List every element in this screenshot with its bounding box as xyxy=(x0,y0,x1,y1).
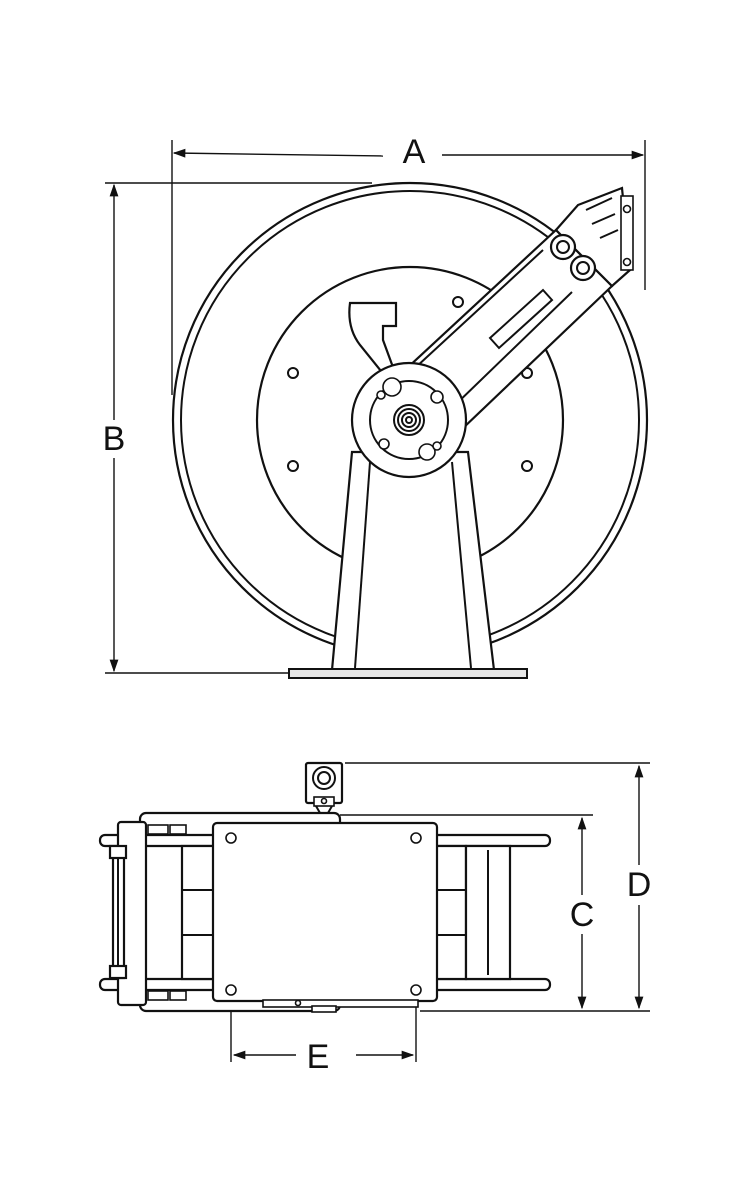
dimension-c-label: C xyxy=(570,896,595,934)
guide-arm-slot xyxy=(488,288,554,350)
guide-arm-rib xyxy=(414,249,573,409)
center-hub-ring xyxy=(369,380,449,460)
pivot-bolt-inner xyxy=(576,261,590,275)
bolt-hole xyxy=(287,367,299,379)
frame-clip xyxy=(169,990,187,1001)
bracket-bolt xyxy=(622,204,632,214)
dimension-d-label: D xyxy=(627,866,652,904)
hub-bolt xyxy=(430,390,444,404)
mounting-hole xyxy=(410,984,422,996)
pivot-bolt xyxy=(549,233,577,261)
hose-guide-rollers xyxy=(585,197,619,239)
spring-coil xyxy=(393,404,425,436)
swivel-fitting-bolt xyxy=(320,797,328,805)
dimension-a-arrow-left xyxy=(172,148,384,158)
pivot-bolt xyxy=(569,254,597,282)
base-plate-tab xyxy=(311,1005,337,1013)
spring-coil xyxy=(401,412,417,428)
hose-inlet-fitting xyxy=(348,301,398,378)
pivot-bolt-inner xyxy=(556,240,570,254)
base-plate-lip xyxy=(262,999,419,1008)
hub-bolt xyxy=(418,443,436,461)
mounting-base-plate xyxy=(211,821,439,1003)
top-view: D C F E xyxy=(98,761,652,1076)
swivel-fitting-port xyxy=(317,771,331,785)
hose-guide-bracket xyxy=(620,195,634,271)
drum-spoke-left xyxy=(180,844,216,981)
axle-collar xyxy=(108,844,128,860)
mounting-hole xyxy=(410,832,422,844)
dimension-a-label: A xyxy=(403,133,426,171)
hub-bolt xyxy=(382,377,402,397)
mounting-hole xyxy=(225,832,237,844)
frame-clip xyxy=(169,824,187,835)
front-view: A B xyxy=(103,133,649,679)
dimension-e-label: E xyxy=(307,1038,330,1076)
hub-bolt xyxy=(376,390,386,400)
hub-bolt xyxy=(432,441,442,451)
bolt-hole xyxy=(452,296,464,308)
stand-edge-line xyxy=(354,461,371,669)
swivel-fitting-neck xyxy=(315,805,333,814)
bolt-hole xyxy=(521,460,533,472)
mounting-hole xyxy=(225,984,237,996)
frame-clip xyxy=(147,990,169,1001)
frame-clip xyxy=(147,824,169,835)
bolt-hole xyxy=(287,460,299,472)
spring-coil xyxy=(405,416,413,424)
base-plate xyxy=(288,668,528,679)
bracket-bolt xyxy=(622,257,632,267)
spring-coil xyxy=(397,408,421,432)
hub-bolt xyxy=(378,438,390,450)
swivel-fitting-ring xyxy=(312,766,336,790)
stand-edge-line xyxy=(451,461,472,669)
base-plate-bolt xyxy=(294,999,302,1007)
dimension-b-label: B xyxy=(103,420,126,458)
axle-collar xyxy=(108,964,128,980)
